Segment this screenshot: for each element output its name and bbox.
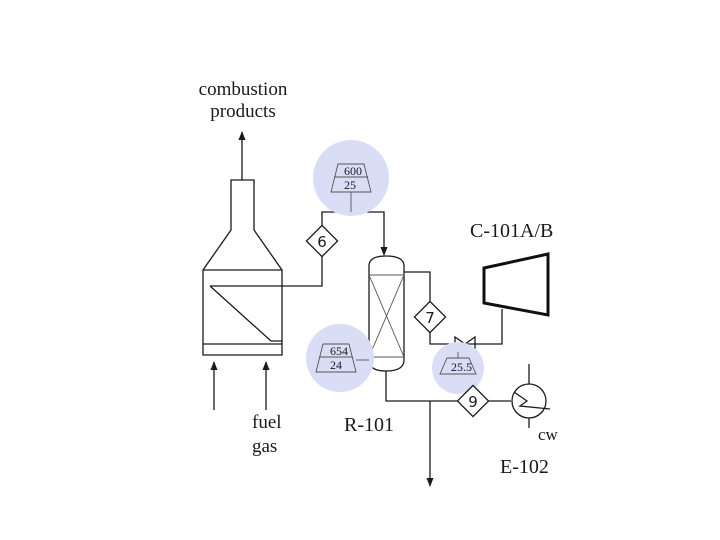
combustion-products-label-line1: combustion [199, 79, 288, 100]
reactor-bed-cross-2 [368, 274, 405, 358]
stream-7-line [404, 271, 503, 345]
valve-condition-flag [439, 357, 477, 375]
reactor-pressure-value: 24 [330, 358, 342, 372]
valve-pressure-value: 25.5 [451, 360, 472, 374]
exchanger-coil [513, 391, 551, 410]
top-condition-flag [330, 163, 372, 193]
valve-condition-highlight [432, 342, 484, 394]
top-condition-highlight [313, 140, 389, 216]
reactor-condition-highlight [306, 324, 374, 392]
heater-coil [209, 285, 282, 342]
stream-6-line [282, 211, 388, 287]
top-pressure-value: 25 [344, 178, 356, 192]
stream-7-number: 7 [425, 309, 435, 327]
heat-exchanger [511, 383, 547, 419]
top-temperature-value: 600 [344, 164, 362, 178]
reactor-condition-flag [315, 343, 357, 373]
fired-heater [202, 179, 283, 356]
combustion-products-label-line2: products [210, 101, 275, 122]
compressor-label: C-101A/B [470, 220, 553, 242]
stream-9-number: 9 [468, 393, 478, 411]
reactor-temperature-value: 654 [330, 344, 348, 358]
stream-6-diamond [305, 224, 339, 258]
reactor-vessel [368, 255, 405, 372]
fuel-gas-label-line2: gas [252, 436, 277, 457]
compressor [482, 252, 550, 317]
exchanger-label: E-102 [500, 456, 549, 478]
stream-6-number: 6 [317, 233, 327, 251]
stream-9-diamond [456, 384, 490, 418]
fuel-gas-label-line1: fuel [252, 412, 282, 433]
cooling-water-label: cw [538, 425, 559, 444]
reactor-label: R-101 [344, 414, 394, 436]
stream-7-diamond [413, 300, 447, 334]
